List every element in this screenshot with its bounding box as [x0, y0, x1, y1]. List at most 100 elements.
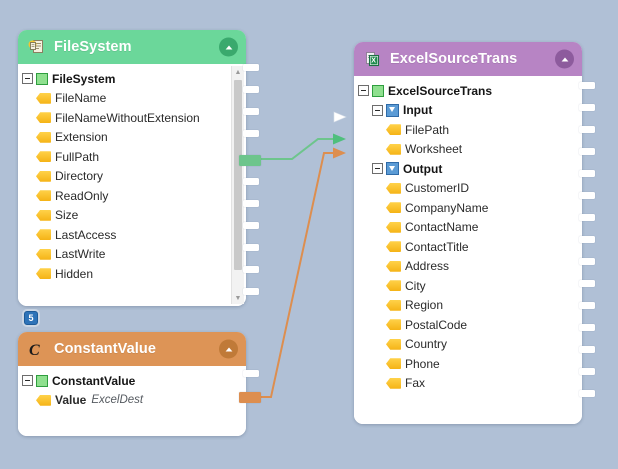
- tree-row-contactname[interactable]: ContactName: [354, 218, 582, 238]
- expander-icon[interactable]: [22, 73, 33, 85]
- node-excelsourcetrans-header[interactable]: X ExcelSourceTrans: [354, 42, 582, 76]
- port-excel-out-2[interactable]: [579, 126, 595, 133]
- wire-green: [259, 138, 334, 160]
- port-excel-out-9[interactable]: [579, 280, 595, 287]
- port-filesystem-3[interactable]: [243, 130, 259, 137]
- tree-row-hidden[interactable]: Hidden: [18, 264, 230, 284]
- expander-icon[interactable]: [22, 375, 33, 387]
- tree-row-label: ExcelSourceTrans: [388, 83, 493, 98]
- tree-row-filenamewithoutextension[interactable]: FileNameWithoutExtension: [18, 108, 230, 128]
- yellow-tag-icon: [386, 299, 401, 311]
- port-filesystem-1[interactable]: [243, 86, 259, 93]
- port-filesystem-7[interactable]: [243, 222, 259, 229]
- tree-row-lastaccess[interactable]: LastAccess: [18, 225, 230, 245]
- port-excel-out-10[interactable]: [579, 302, 595, 309]
- tree-row-filename[interactable]: FileName: [18, 89, 230, 109]
- tree-row-fullpath[interactable]: FullPath: [18, 147, 230, 167]
- port-excel-out-0[interactable]: [579, 82, 595, 89]
- filesystem-scrollbar[interactable]: ▲ ▼: [231, 66, 244, 304]
- yellow-tag-icon: [386, 377, 401, 389]
- tree-row-filepath[interactable]: FilePath: [354, 120, 582, 140]
- filesystem-tree: FileSystem FileName FileNameWithoutExten…: [18, 69, 246, 284]
- tree-row-readonly[interactable]: ReadOnly: [18, 186, 230, 206]
- tree-row-size[interactable]: Size: [18, 206, 230, 226]
- port-constantvalue-0[interactable]: [243, 370, 259, 377]
- yellow-tag-icon: [36, 394, 51, 406]
- tree-row-phone[interactable]: Phone: [354, 354, 582, 374]
- node-constantvalue[interactable]: C ConstantValue ConstantValue Value: [18, 332, 261, 436]
- port-excel-out-14[interactable]: [579, 390, 595, 397]
- step-badge[interactable]: 5: [24, 311, 38, 325]
- tree-row-country[interactable]: Country: [354, 335, 582, 355]
- tree-row-value[interactable]: Value ExcelDest: [18, 391, 246, 411]
- tree-row-city[interactable]: City: [354, 276, 582, 296]
- tree-row-postalcode[interactable]: PostalCode: [354, 315, 582, 335]
- port-filesystem-9[interactable]: [243, 266, 259, 273]
- tree-row-directory[interactable]: Directory: [18, 167, 230, 187]
- port-excel-out-12[interactable]: [579, 346, 595, 353]
- tree-row-customerid[interactable]: CustomerID: [354, 179, 582, 199]
- scroll-down-arrow[interactable]: ▼: [234, 294, 242, 302]
- port-excel-out-1[interactable]: [579, 104, 595, 111]
- tree-row-label: Size: [55, 208, 79, 223]
- tree-row-extension[interactable]: Extension: [18, 128, 230, 148]
- tree-row-lastwrite[interactable]: LastWrite: [18, 245, 230, 265]
- yellow-tag-icon: [36, 268, 51, 280]
- excelsourcetrans-tree: ExcelSourceTrans Input FilePath Workshee…: [354, 81, 582, 393]
- expander-icon[interactable]: [372, 104, 383, 116]
- tree-row-excelsourcetrans-root[interactable]: ExcelSourceTrans: [354, 81, 582, 101]
- tree-row-constantvalue-root[interactable]: ConstantValue: [18, 371, 246, 391]
- node-excelsourcetrans-collapse-button[interactable]: [555, 49, 574, 69]
- tree-row-contacttitle[interactable]: ContactTitle: [354, 237, 582, 257]
- node-excelsourcetrans-body: ExcelSourceTrans Input FilePath Workshee…: [354, 76, 582, 424]
- expander-icon[interactable]: [358, 85, 369, 97]
- port-excel-out-6[interactable]: [579, 214, 595, 221]
- yellow-tag-icon: [36, 209, 51, 221]
- port-excel-out-7[interactable]: [579, 236, 595, 243]
- tree-row-address[interactable]: Address: [354, 257, 582, 277]
- tree-row-input[interactable]: Input: [354, 101, 582, 121]
- node-filesystem-collapse-button[interactable]: [219, 37, 238, 57]
- tree-row-filesystem-root[interactable]: FileSystem: [18, 69, 230, 89]
- tree-row-fax[interactable]: Fax: [354, 374, 582, 394]
- tree-row-companyname[interactable]: CompanyName: [354, 198, 582, 218]
- node-constantvalue-collapse-button[interactable]: [219, 339, 238, 359]
- tree-row-label: ReadOnly: [55, 188, 109, 203]
- port-excel-out-13[interactable]: [579, 368, 595, 375]
- port-excel-out-11[interactable]: [579, 324, 595, 331]
- wire-green-arrowhead: [333, 133, 346, 145]
- node-filesystem-header[interactable]: FileSystem: [18, 30, 246, 64]
- port-filesystem-fullpath[interactable]: [239, 155, 261, 166]
- port-filesystem-8[interactable]: [243, 244, 259, 251]
- port-filesystem-2[interactable]: [243, 108, 259, 115]
- port-filesystem-5[interactable]: [243, 178, 259, 185]
- yellow-tag-icon: [36, 131, 51, 143]
- yellow-tag-icon: [386, 280, 401, 292]
- tree-row-output[interactable]: Output: [354, 159, 582, 179]
- scroll-up-arrow[interactable]: ▲: [234, 68, 242, 76]
- tree-row-label: PostalCode: [405, 317, 468, 332]
- green-square-icon: [36, 72, 48, 85]
- port-excel-out-8[interactable]: [579, 258, 595, 265]
- node-excelsourcetrans[interactable]: X ExcelSourceTrans ExcelSourceTrans: [354, 42, 595, 424]
- port-excel-out-5[interactable]: [579, 192, 595, 199]
- port-constantvalue-value[interactable]: [239, 392, 261, 403]
- scroll-thumb[interactable]: [234, 80, 242, 270]
- port-excel-out-3[interactable]: [579, 148, 595, 155]
- port-filesystem-6[interactable]: [243, 200, 259, 207]
- tree-row-worksheet[interactable]: Worksheet: [354, 140, 582, 160]
- green-square-icon: [36, 374, 48, 387]
- wire-idle-arrowhead: [333, 111, 347, 123]
- cursive-c-icon: C: [27, 340, 46, 359]
- tree-row-label: Country: [405, 337, 448, 352]
- port-filesystem-10[interactable]: [243, 288, 259, 295]
- svg-text:C: C: [29, 342, 40, 359]
- expander-icon[interactable]: [372, 163, 383, 175]
- yellow-tag-icon: [36, 229, 51, 241]
- tree-row-region[interactable]: Region: [354, 296, 582, 316]
- node-constantvalue-header[interactable]: C ConstantValue: [18, 332, 246, 366]
- port-excel-out-4[interactable]: [579, 170, 595, 177]
- port-filesystem-0[interactable]: [243, 64, 259, 71]
- node-filesystem[interactable]: FileSystem ▲ ▼ FileSystem: [18, 30, 261, 306]
